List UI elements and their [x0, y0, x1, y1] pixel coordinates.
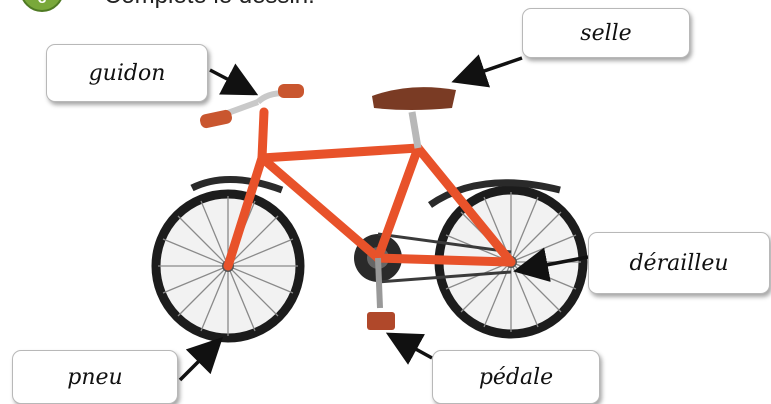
crank: [378, 258, 380, 308]
label-derailleur: dérailleu: [588, 232, 770, 294]
arrow-selle: [458, 58, 522, 80]
arrow-guidon: [210, 70, 252, 92]
front-fender: [192, 179, 282, 190]
label-pneu: pneu: [12, 350, 178, 404]
arrow-pedale: [392, 336, 432, 358]
label-pedale-text: pédale: [479, 365, 553, 390]
label-guidon-text: guidon: [89, 61, 166, 86]
label-selle: selle: [522, 8, 690, 58]
arrow-pneu: [180, 342, 218, 380]
label-pedale: pédale: [432, 350, 600, 404]
label-pneu-text: pneu: [67, 365, 122, 390]
saddle: [372, 87, 456, 110]
seat-post: [412, 112, 418, 148]
label-guidon: guidon: [46, 44, 208, 102]
pedal: [367, 312, 395, 330]
label-selle-text: selle: [580, 21, 631, 46]
label-derailleur-text: dérailleu: [629, 251, 728, 276]
